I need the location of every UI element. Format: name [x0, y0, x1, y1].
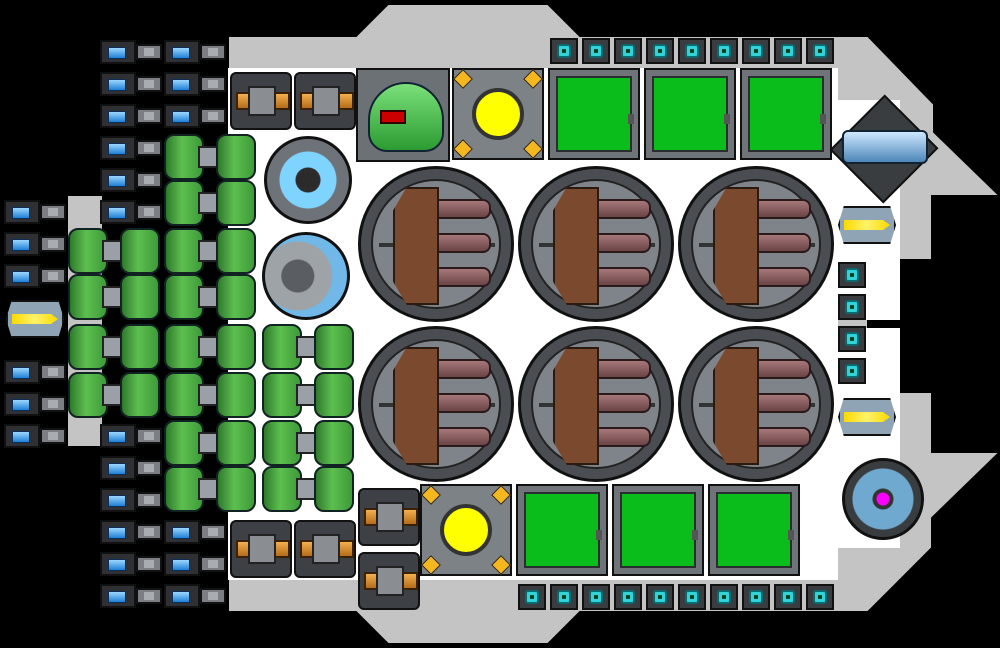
battery-icon[interactable] — [4, 358, 66, 386]
cyan-module-icon[interactable] — [774, 38, 802, 64]
heavy-cannon-icon[interactable] — [678, 326, 834, 482]
cargo-hold-icon[interactable] — [740, 68, 832, 160]
battery-icon[interactable] — [100, 166, 162, 194]
cyan-module-icon[interactable] — [838, 358, 866, 384]
cyan-module-icon[interactable] — [550, 584, 578, 610]
cyan-module-icon[interactable] — [550, 38, 578, 64]
gyroscope-icon[interactable] — [264, 136, 352, 224]
battery-icon[interactable] — [100, 486, 162, 514]
thruster-icon[interactable] — [4, 296, 66, 342]
cyan-module-icon[interactable] — [806, 584, 834, 610]
battery-icon[interactable] — [100, 422, 162, 450]
cyan-module-icon[interactable] — [710, 584, 738, 610]
fuel-tank[interactable] — [164, 134, 256, 180]
cyan-module-icon[interactable] — [582, 38, 610, 64]
thruster-icon[interactable] — [836, 394, 898, 440]
heavy-cannon-icon[interactable] — [518, 166, 674, 322]
cyan-module-icon[interactable] — [582, 584, 610, 610]
battery-icon[interactable] — [164, 518, 226, 546]
reactor-icon[interactable] — [452, 68, 544, 160]
cyan-module-icon[interactable] — [614, 38, 642, 64]
turret-icon[interactable] — [358, 552, 420, 610]
battery-icon[interactable] — [4, 198, 66, 226]
battery-icon[interactable] — [164, 102, 226, 130]
cargo-hold-icon[interactable] — [612, 484, 704, 576]
battery-icon[interactable] — [100, 70, 162, 98]
cargo-hold-icon[interactable] — [708, 484, 800, 576]
cyan-module-icon[interactable] — [742, 38, 770, 64]
battery-icon[interactable] — [100, 582, 162, 610]
heavy-cannon-icon[interactable] — [358, 166, 514, 322]
cyan-module-icon[interactable] — [646, 584, 674, 610]
battery-icon[interactable] — [100, 134, 162, 162]
cyan-module-icon[interactable] — [742, 584, 770, 610]
battery-icon[interactable] — [164, 38, 226, 66]
reactor-icon[interactable] — [420, 484, 512, 576]
turret-icon[interactable] — [230, 72, 292, 130]
cargo-hold-icon[interactable] — [548, 68, 640, 160]
cyan-module-icon[interactable] — [774, 584, 802, 610]
thruster-icon[interactable] — [836, 202, 898, 248]
battery-icon[interactable] — [164, 582, 226, 610]
fuel-tank[interactable] — [164, 274, 256, 320]
cargo-hold-icon[interactable] — [644, 68, 736, 160]
battery-icon[interactable] — [100, 102, 162, 130]
fuel-tank[interactable] — [68, 324, 160, 370]
battery-icon[interactable] — [4, 390, 66, 418]
heavy-cannon-icon[interactable] — [518, 326, 674, 482]
heavy-cannon-icon[interactable] — [358, 326, 514, 482]
fuel-tank[interactable] — [164, 420, 256, 466]
turret-icon[interactable] — [294, 72, 356, 130]
battery-icon[interactable] — [4, 422, 66, 450]
cyan-module-icon[interactable] — [710, 38, 738, 64]
battery-icon[interactable] — [100, 38, 162, 66]
battery-icon[interactable] — [164, 70, 226, 98]
battery-icon[interactable] — [100, 198, 162, 226]
turret-icon[interactable] — [230, 520, 292, 578]
cyan-module-icon[interactable] — [838, 326, 866, 352]
battery-icon[interactable] — [100, 518, 162, 546]
battery-icon[interactable] — [100, 454, 162, 482]
fuel-tank[interactable] — [68, 228, 160, 274]
cyan-module-icon[interactable] — [806, 38, 834, 64]
cyan-module-icon[interactable] — [646, 38, 674, 64]
fuel-tank[interactable] — [262, 324, 354, 370]
battery-icon[interactable] — [4, 262, 66, 290]
cyan-module-icon[interactable] — [614, 584, 642, 610]
cyan-module-icon[interactable] — [678, 38, 706, 64]
shield-generator-icon[interactable] — [842, 458, 924, 540]
cyan-module-icon[interactable] — [838, 294, 866, 320]
fuel-tank[interactable] — [262, 420, 354, 466]
cyan-module-icon[interactable] — [518, 584, 546, 610]
cyan-module-icon[interactable] — [678, 584, 706, 610]
fuel-tank[interactable] — [68, 372, 160, 418]
fuel-tank[interactable] — [262, 372, 354, 418]
fuel-tank[interactable] — [164, 466, 256, 512]
engine-icon[interactable] — [829, 94, 939, 204]
fuel-tank[interactable] — [262, 466, 354, 512]
generator-icon[interactable] — [262, 232, 350, 320]
cargo-hold-icon[interactable] — [516, 484, 608, 576]
fuel-tank[interactable] — [164, 372, 256, 418]
fuel-tank[interactable] — [164, 228, 256, 274]
battery-icon[interactable] — [164, 550, 226, 578]
fuel-tank[interactable] — [164, 180, 256, 226]
bridge-icon[interactable] — [356, 68, 450, 162]
heavy-cannon-icon[interactable] — [678, 166, 834, 322]
turret-icon[interactable] — [294, 520, 356, 578]
battery-icon[interactable] — [100, 550, 162, 578]
battery-icon[interactable] — [4, 230, 66, 258]
cyan-module-icon[interactable] — [838, 262, 866, 288]
fuel-tank[interactable] — [164, 324, 256, 370]
fuel-tank[interactable] — [68, 274, 160, 320]
turret-icon[interactable] — [358, 488, 420, 546]
